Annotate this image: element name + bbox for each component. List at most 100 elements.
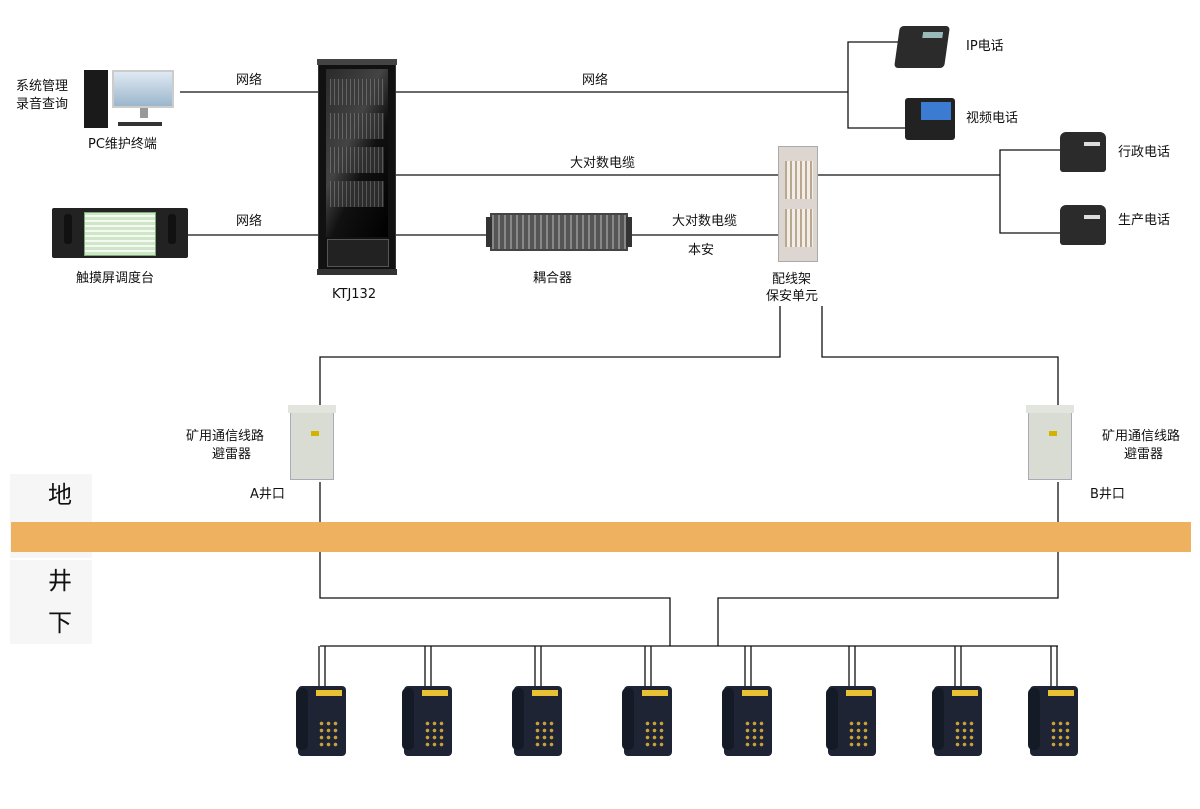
mine-phone-icon[interactable] (826, 686, 876, 756)
mine-phone-handset (932, 688, 944, 750)
admin-phone-icon[interactable] (1060, 132, 1106, 172)
frame-block (785, 209, 813, 247)
arrester-lid (288, 405, 336, 413)
link-label-frame: 大对数电缆 (570, 156, 636, 171)
link-label-pc: 网络 (236, 73, 263, 88)
link-frame-arrester-a (319, 306, 781, 405)
mine-phone-keypad (424, 720, 446, 748)
touch-console-icon[interactable] (52, 208, 188, 258)
mine-phone-icon[interactable] (622, 686, 672, 756)
mine-phone-handset (722, 688, 734, 750)
rack-psu (327, 239, 389, 267)
mine-phone-icon[interactable] (512, 686, 562, 756)
ground-level-band (11, 522, 1191, 552)
mine-phone-keypad (318, 720, 340, 748)
arrester-b-icon[interactable] (1026, 405, 1074, 480)
coupler-icon[interactable] (486, 213, 632, 251)
ip-phone-icon[interactable] (894, 26, 950, 68)
mine-phone-label-plate (532, 690, 558, 696)
admin-phone-display (1084, 142, 1100, 146)
arrester-tag (1049, 431, 1057, 436)
frame-block (785, 161, 813, 199)
arrester-b-label-2: 避雷器 (1124, 447, 1164, 462)
pc-stand (140, 108, 148, 118)
console-handset-left (64, 214, 72, 244)
mine-phone-label-plate (952, 690, 978, 696)
link-label-console: 网络 (236, 214, 263, 229)
mine-phone-label-plate (1048, 690, 1074, 696)
ip-phone-label: IP电话 (966, 39, 1004, 54)
console-handset-right (168, 214, 176, 244)
mine-phone-handset (826, 688, 838, 750)
mine-phone-handset (622, 688, 634, 750)
distribution-frame-icon[interactable] (778, 146, 818, 262)
production-phone-icon[interactable] (1060, 205, 1106, 245)
pc-keyboard-icon (118, 122, 162, 126)
coupler-ear (486, 217, 492, 247)
touch-console-label: 触摸屏调度台 (76, 271, 155, 286)
rack-slot (330, 181, 384, 207)
ktj132-label: KTJ132 (332, 287, 377, 302)
pc-side-label-1: 系统管理 (16, 79, 69, 94)
port-a-label: A井口 (250, 487, 285, 502)
mine-phone-icon[interactable] (296, 686, 346, 756)
production-phone-label: 生产电话 (1118, 213, 1171, 228)
mine-phone-label-plate (316, 690, 342, 696)
mine-phone-icon[interactable] (402, 686, 452, 756)
video-phone-label: 视频电话 (966, 111, 1019, 126)
admin-phone-label: 行政电话 (1118, 145, 1171, 160)
mine-phone-label-plate (422, 690, 448, 696)
mine-phone-handset (1028, 688, 1040, 750)
mine-phone-handset (402, 688, 414, 750)
pc-tower-icon[interactable] (84, 70, 108, 128)
mine-phone-keypad (1050, 720, 1072, 748)
ktj132-rack-icon[interactable] (317, 59, 397, 275)
mine-phone-keypad (534, 720, 556, 748)
link-arrester-a-bus (319, 482, 671, 646)
link-arrester-b-bus (717, 482, 1059, 646)
mine-phone-icon[interactable] (722, 686, 772, 756)
pc-monitor-icon[interactable] (112, 70, 174, 108)
rack-top (317, 59, 397, 65)
coupler-label: 耦合器 (533, 271, 573, 286)
mine-phone-icon[interactable] (932, 686, 982, 756)
mine-phone-handset (296, 688, 308, 750)
mine-phone-keypad (644, 720, 666, 748)
underground-zone-label: 井下 (10, 560, 92, 644)
production-phone-display (1084, 215, 1100, 219)
coupler-ear (626, 217, 632, 247)
mine-phone-icon[interactable] (1028, 686, 1078, 756)
mine-phone-handset (512, 688, 524, 750)
link-label-ip: 网络 (582, 73, 609, 88)
video-phone-icon[interactable] (905, 98, 955, 140)
arrester-a-label-2: 避雷器 (212, 447, 252, 462)
branch-ip-video (847, 41, 905, 129)
ip-phone-display (922, 32, 944, 38)
pc-side-label-2: 录音查询 (16, 97, 69, 112)
pc-terminal-label: PC维护终端 (88, 137, 157, 152)
port-b-label: B井口 (1090, 487, 1125, 502)
link-frame-arrester-b (821, 306, 1059, 405)
rack-glass (326, 69, 388, 237)
link-label-coupler: 大对数电缆 (672, 214, 738, 229)
arrester-a-icon[interactable] (288, 405, 336, 480)
branch-admin-production (999, 149, 1060, 234)
mine-phone-keypad (848, 720, 870, 748)
link-label-intrinsic: 本安 (688, 243, 715, 258)
arrester-a-label-1: 矿用通信线路 (186, 429, 265, 444)
video-phone-screen (921, 102, 951, 120)
mine-phone-label-plate (846, 690, 872, 696)
mine-phone-label-plate (642, 690, 668, 696)
rack-slot (330, 79, 384, 105)
console-screen (84, 212, 156, 256)
rack-base (317, 269, 397, 275)
frame-label-1: 配线架 (772, 272, 812, 287)
arrester-lid (1026, 405, 1074, 413)
mine-phone-label-plate (742, 690, 768, 696)
frame-label-2: 保安单元 (766, 289, 819, 304)
arrester-tag (311, 431, 319, 436)
arrester-b-label-1: 矿用通信线路 (1102, 429, 1181, 444)
rack-slot (330, 113, 384, 139)
mine-phone-keypad (744, 720, 766, 748)
